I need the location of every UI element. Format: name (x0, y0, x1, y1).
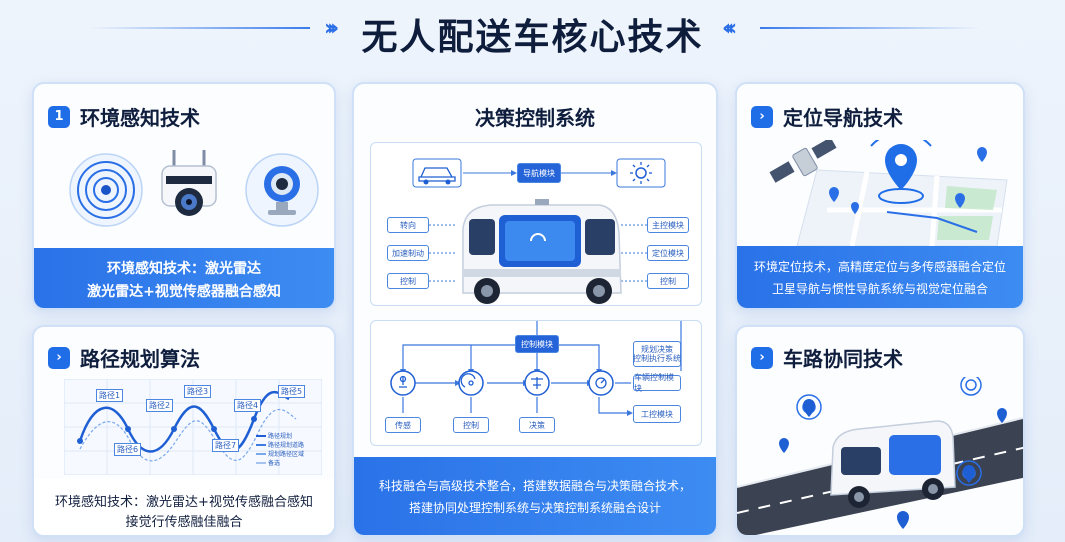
decision-exec-box: 规划决策 控制执行系统 (633, 341, 681, 367)
satellite-icon (769, 140, 837, 183)
caption-line-1: 科技融合与高级技术整合，搭建数据融合与决策融合技术， (378, 479, 691, 493)
card-header: › 路径规划算法 (48, 343, 200, 372)
card-title: 车路协同技术 (783, 347, 903, 371)
caption-line-2: 激光雷达+视觉传感器融合感知 (87, 284, 281, 300)
control-flow-panel: 控制模块 规划决策 控制执行系统 车辆控制模块 工控模块 传感 控制 决策 (370, 320, 702, 446)
flow-bottom-box: 传感 (385, 417, 421, 433)
chevron-right-icon: › (751, 105, 773, 128)
left-box: 转向 (387, 217, 429, 233)
chevron-right-icon: › (48, 346, 70, 369)
page-title: 无人配送车核心技术 (361, 17, 704, 58)
sensor-camera-icon (161, 150, 217, 216)
title-row: ››› 无人配送车核心技术 ‹‹‹ (0, 0, 1065, 62)
delivery-van-icon (462, 199, 622, 304)
chevron-right-icon: ››› (324, 16, 339, 41)
legend-item: 备选 (268, 460, 281, 467)
delivery-van-icon (830, 420, 956, 508)
card-title: 决策控制系统 (475, 106, 595, 130)
v2x-road-illustration (737, 377, 1023, 535)
card-perception: 1 环境感知技术 环境感知技术：激光雷达 激光雷达+视觉传感器融合感知 (32, 82, 336, 310)
vehicle-diagram-panel: 导航模块 转向 加速制动 控制 主控模块 定位模块 控制 (370, 142, 702, 306)
chevron-right-icon: › (751, 346, 773, 369)
title-line-left (90, 27, 310, 29)
caption-line-2: 接觉行传感融佳融合 (125, 515, 243, 530)
caption-line-2: 搭建协同处理控制系统与决策控制系统融合设计 (408, 501, 661, 515)
navigation-map-illustration (769, 140, 1008, 247)
lidar-icon (69, 153, 143, 227)
card-header: › 定位导航技术 (751, 102, 903, 131)
legend-item: 路径规划 (268, 433, 293, 440)
caption-band: 环境定位技术，高精度定位与多传感器融合定位 卫星导航与惯性导航系统与视觉定位融合 (737, 246, 1023, 308)
camera-icon (245, 153, 319, 227)
right-box: 定位模块 (647, 245, 689, 261)
title-line-right (760, 27, 980, 29)
flow-connectors (390, 321, 682, 416)
chart-label: 路径2 (146, 399, 174, 412)
caption-line-1: 环境感知技术：激光雷达+视觉传感融合感知 (55, 495, 313, 510)
chart-label: 路径4 (234, 399, 262, 412)
chart-label: 路径7 (212, 439, 240, 452)
chart-label: 路径1 (96, 389, 124, 402)
caption-band: 科技融合与高级技术整合，搭建数据融合与决策融合技术， 搭建协同处理控制系统与决策… (354, 457, 716, 535)
ipc-module-box: 工控模块 (633, 405, 681, 423)
right-box: 主控模块 (647, 217, 689, 233)
flow-bottom-box: 决策 (519, 417, 555, 433)
nav-module-box: 导航模块 (517, 163, 561, 183)
chart-legend: 路径规划 路径规划道路 规划路径区域 备选 (256, 431, 318, 467)
card-title: 路径规划算法 (80, 347, 200, 371)
caption-band: 环境感知技术：激光雷达+视觉传感融合感知 接觉行传感融佳融合 (34, 479, 334, 535)
control-module-box: 控制模块 (515, 335, 559, 353)
right-box: 控制 (647, 273, 689, 289)
chart-label: 路径6 (114, 443, 142, 456)
card-title: 定位导航技术 (783, 106, 903, 130)
caption-band: 环境感知技术：激光雷达 激光雷达+视觉传感器融合感知 (34, 248, 334, 308)
chart-label: 路径5 (278, 385, 306, 398)
chart-label: 路径3 (184, 385, 212, 398)
card-header: 1 环境感知技术 (48, 102, 200, 131)
caption-line-1: 环境感知技术：激光雷达 (107, 261, 261, 277)
number-badge: 1 (48, 105, 70, 128)
card-header: › 车路协同技术 (751, 343, 903, 372)
left-box: 控制 (387, 273, 429, 289)
card-decision-control: 决策控制系统 (352, 82, 718, 537)
card-path-planning: › 路径规划算法 路径1 路径2 路径3 路径4 路径5 路径6 路径7 路径规… (32, 325, 336, 537)
card-localization: › 定位导航技术 环境定位技术，高精度定位与多传感器融合定位 卫星导航与惯性导航… (735, 82, 1025, 310)
card-title: 环境感知技术 (80, 106, 200, 130)
legend-item: 规划路径区域 (268, 451, 305, 458)
caption-line-1: 环境定位技术，高精度定位与多传感器融合定位 (753, 260, 1006, 274)
legend-item: 路径规划道路 (268, 442, 305, 449)
left-box: 加速制动 (387, 245, 429, 261)
flow-bottom-box: 控制 (453, 417, 489, 433)
card-v2x: › 车路协同技术 (735, 325, 1025, 537)
caption-line-2: 卫星导航与惯性导航系统与视觉定位融合 (771, 282, 988, 296)
chevron-left-icon: ‹‹‹ (722, 16, 737, 41)
connector-lines (412, 158, 666, 304)
vehicle-control-box: 车辆控制模块 (633, 373, 681, 393)
